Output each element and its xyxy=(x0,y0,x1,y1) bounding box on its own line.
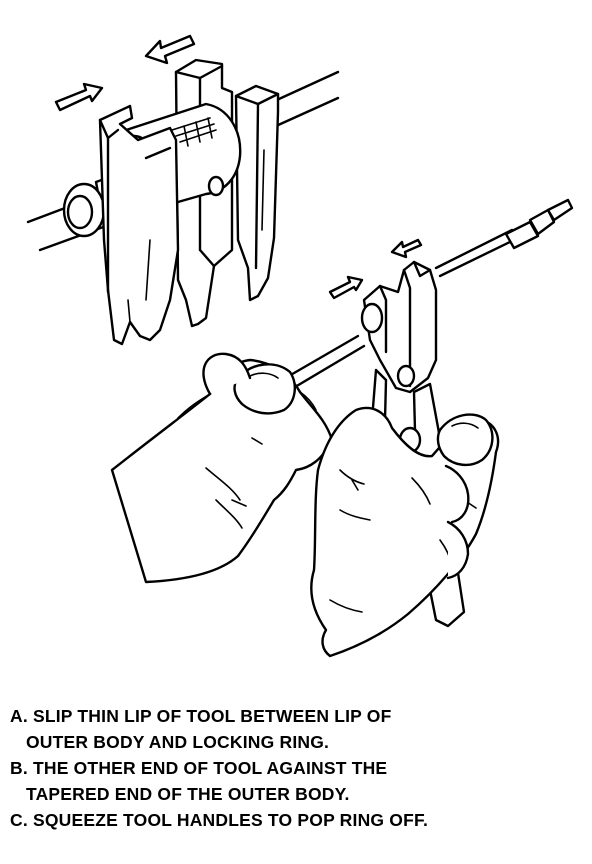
tool-jaw-right xyxy=(234,84,280,302)
jaw-rivet xyxy=(207,175,225,197)
instruction-item-a: A. SLIP THIN LIP OF TOOL BETWEEN LIP OF … xyxy=(10,703,585,755)
instruction-c-line-1: C. SQUEEZE TOOL HANDLES TO POP RING OFF. xyxy=(10,810,429,830)
arrow-left-icon xyxy=(144,34,196,65)
removal-tool xyxy=(360,260,438,394)
arrow-small-left-icon xyxy=(390,238,423,259)
cable-plug xyxy=(504,198,574,250)
tool-jaw-front xyxy=(98,104,180,346)
instruction-list: A. SLIP THIN LIP OF TOOL BETWEEN LIP OF … xyxy=(10,703,585,833)
left-hand xyxy=(110,352,334,584)
arrow-right-icon xyxy=(54,82,104,112)
arrow-small-right-icon xyxy=(328,275,364,300)
instruction-a-line-1: A. SLIP THIN LIP OF TOOL BETWEEN LIP OF xyxy=(10,706,392,726)
connector-removal-illustration xyxy=(26,34,574,658)
hands-view xyxy=(110,198,574,658)
instruction-item-b: B. THE OTHER END OF TOOL AGAINST THE TAP… xyxy=(10,755,585,807)
right-hand xyxy=(310,406,500,658)
instruction-a-line-2: OUTER BODY AND LOCKING RING. xyxy=(26,732,330,752)
detail-view xyxy=(26,34,340,346)
instruction-b-line-1: B. THE OTHER END OF TOOL AGAINST THE xyxy=(10,758,388,778)
instruction-b-line-2: TAPERED END OF THE OUTER BODY. xyxy=(26,784,350,804)
cable-lower xyxy=(280,228,516,392)
instruction-item-c: C. SQUEEZE TOOL HANDLES TO POP RING OFF. xyxy=(10,807,585,833)
